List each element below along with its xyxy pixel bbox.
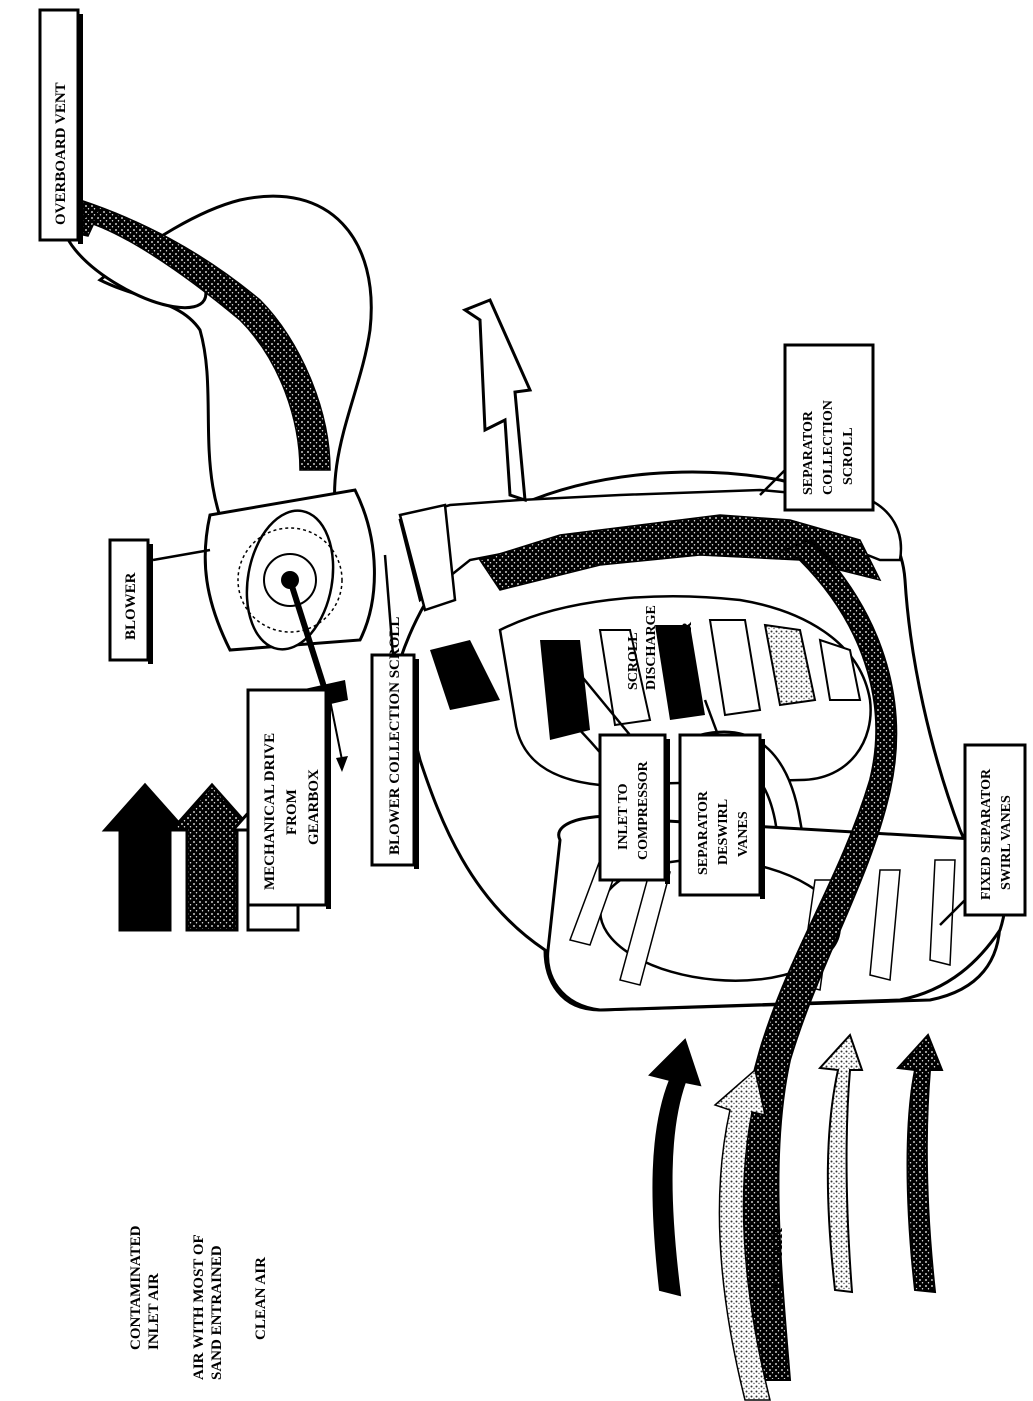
callout-mechanical-drive: MECHANICAL DRIVE FROM GEARBOX [248, 690, 331, 909]
legend-label-sand: AIR WITH MOST OF SAND ENTRAINED [191, 1234, 225, 1380]
label-inlet-air: INLET AIR [770, 1228, 786, 1305]
svg-text:INLET TO: INLET TO [616, 783, 631, 850]
svg-text:DISCHARGE: DISCHARGE [644, 605, 659, 690]
svg-text:OVERBOARD VENT: OVERBOARD VENT [53, 82, 69, 225]
callout-blower-collection-scroll: BLOWER COLLECTION SCROLL [372, 555, 419, 869]
svg-text:CONTAMINATED: CONTAMINATED [128, 1225, 144, 1350]
legend-arrow-contaminated [105, 785, 185, 930]
svg-text:MECHANICAL DRIVE: MECHANICAL DRIVE [262, 733, 278, 890]
svg-text:AIR WITH MOST OF: AIR WITH MOST OF [191, 1234, 207, 1380]
svg-text:SEPARATOR: SEPARATOR [801, 410, 816, 495]
svg-text:DESWIRL: DESWIRL [716, 799, 731, 865]
svg-text:COLLECTION: COLLECTION [821, 400, 836, 495]
callout-overboard-vent: OVERBOARD VENT [40, 10, 83, 244]
svg-text:BLOWER COLLECTION SCROLL: BLOWER COLLECTION SCROLL [387, 617, 403, 855]
svg-text:GEARBOX: GEARBOX [306, 769, 322, 845]
legend-arrow-sand [172, 785, 252, 930]
svg-text:CLEAN AIR: CLEAN AIR [253, 1257, 269, 1340]
svg-text:FROM: FROM [284, 789, 300, 835]
svg-text:FIXED SEPARATOR: FIXED SEPARATOR [979, 768, 994, 900]
callout-blower: BLOWER [110, 540, 210, 664]
svg-text:BLOWER: BLOWER [680, 621, 695, 685]
svg-text:COMPRESSOR: COMPRESSOR [636, 760, 651, 860]
svg-text:TO: TO [662, 645, 677, 665]
svg-text:INLET AIR: INLET AIR [770, 1228, 786, 1305]
svg-text:BLOWER: BLOWER [123, 572, 139, 640]
legend-label-clean: CLEAN AIR [253, 1257, 269, 1340]
svg-text:VANES: VANES [736, 811, 751, 857]
inlet-air-arrows [650, 1035, 942, 1400]
svg-text:INLET AIR: INLET AIR [146, 1273, 162, 1350]
svg-text:SCROLL: SCROLL [626, 632, 641, 690]
svg-text:SEPARATOR: SEPARATOR [696, 790, 711, 875]
legend-label-contaminated: CONTAMINATED INLET AIR [128, 1225, 162, 1350]
clean-air-out-arrow [465, 300, 530, 500]
svg-text:SWIRL VANES: SWIRL VANES [999, 795, 1014, 890]
svg-text:SAND ENTRAINED: SAND ENTRAINED [209, 1245, 225, 1380]
svg-text:SCROLL: SCROLL [841, 427, 856, 485]
